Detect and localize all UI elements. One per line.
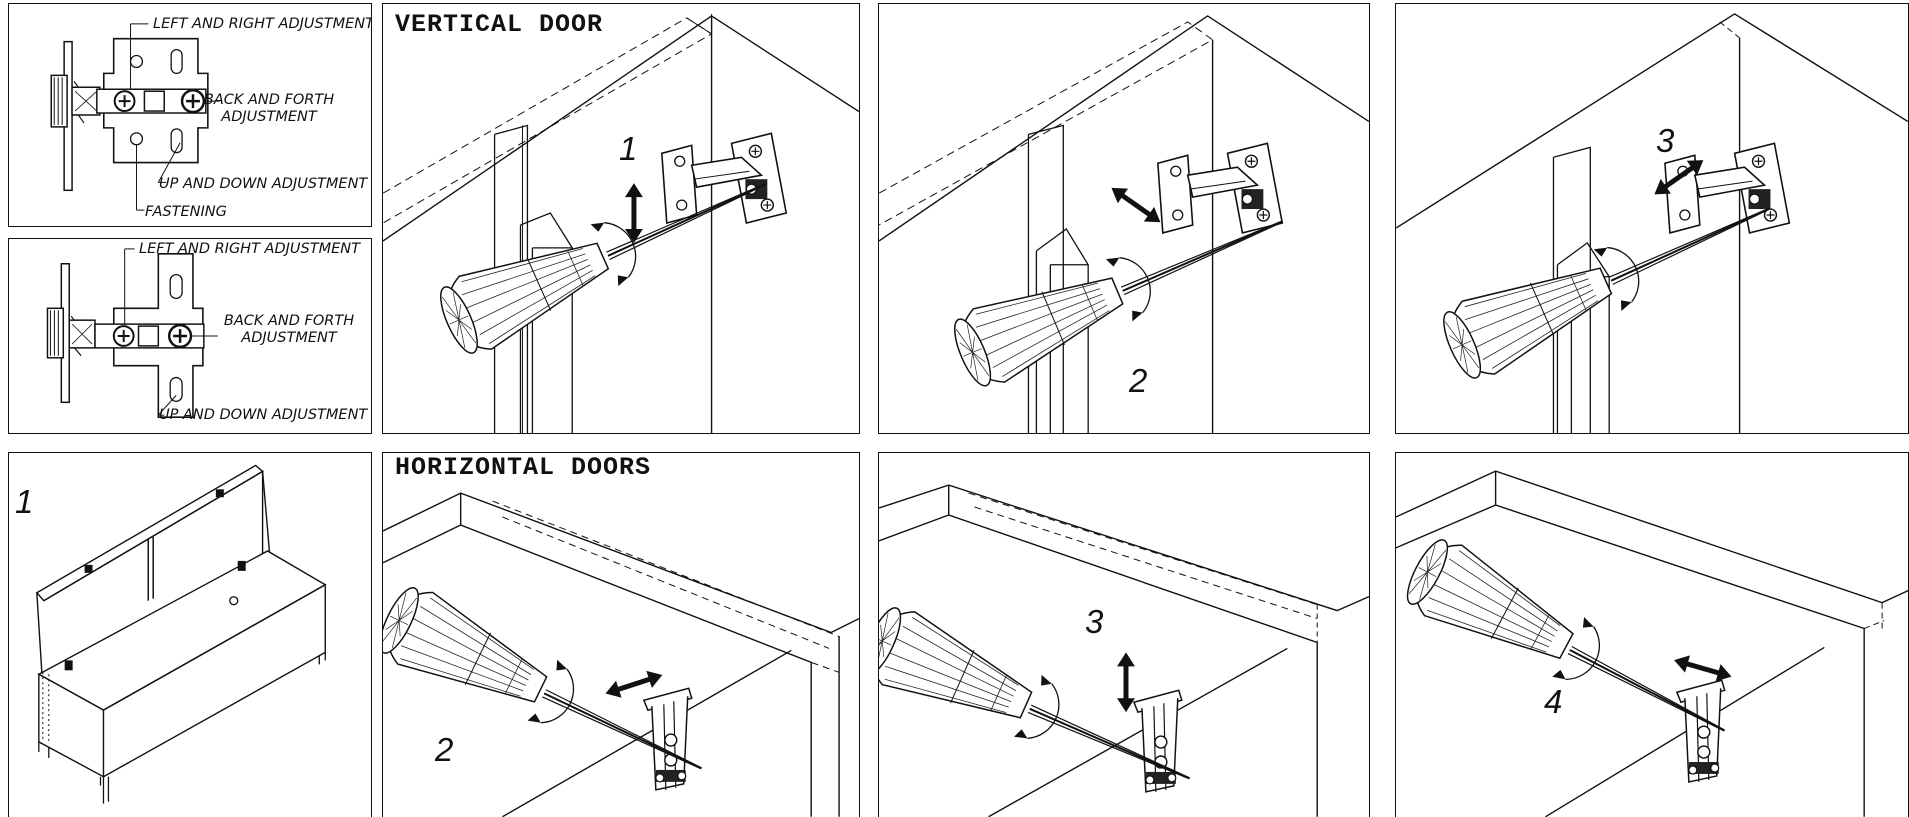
back-forth-line-2: ADJUSTMENT [221, 109, 317, 125]
hinge-icon [1157, 142, 1284, 234]
horizontal-doors-step-4: 4 [1395, 452, 1909, 817]
hinge-icon [643, 687, 693, 791]
horizontal-doors-step-2: HORIZONTAL DOORS 2 [382, 452, 860, 817]
back-forth-adjustment-label: BACK AND FORTH ADJUSTMENT [221, 313, 357, 347]
screwdriver-icon [1434, 170, 1787, 388]
bench-cabinet-view: 1 [8, 452, 372, 817]
up-down-adjustment-label: UP AND DOWN ADJUSTMENT [159, 407, 368, 423]
back-forth-line-2: ADJUSTMENT [241, 330, 337, 346]
vertical-door-step-1: VERTICAL DOOR 1 [382, 3, 860, 434]
step-number: 4 [1544, 683, 1563, 720]
vertical-door-title: VERTICAL DOOR [395, 10, 604, 39]
back-forth-adjustment-label: BACK AND FORTH ADJUSTMENT [201, 92, 337, 126]
hinge-icon [1664, 142, 1791, 234]
step-number: 2 [435, 731, 454, 768]
step-number: 1 [619, 130, 638, 167]
vertical-door-step-2: 2 [878, 3, 1370, 434]
step-number: 1 [15, 483, 34, 520]
hinge-adjustment-diagram-2: LEFT AND RIGHT ADJUSTMENT BACK AND FORTH… [8, 238, 372, 434]
double-arrow-icon [1106, 181, 1165, 230]
horizontal-doors-step-3: 3 [878, 452, 1370, 817]
up-down-adjustment-label: UP AND DOWN ADJUSTMENT [159, 176, 368, 192]
step-number: 3 [1656, 122, 1675, 159]
back-forth-line-1: BACK AND FORTH [223, 313, 355, 329]
vertical-door-step-3: 3 [1395, 3, 1909, 434]
step-number: 2 [1129, 362, 1148, 399]
fastening-label: FASTENING [145, 204, 227, 220]
back-forth-line-1: BACK AND FORTH [203, 92, 335, 108]
horizontal-doors-title: HORIZONTAL DOORS [395, 453, 652, 482]
hinge-icon [661, 132, 788, 224]
left-right-adjustment-label: LEFT AND RIGHT ADJUSTMENT [139, 241, 360, 257]
double-arrow-icon [1117, 652, 1135, 712]
double-arrow-icon [1672, 652, 1734, 686]
hinge-icon [1133, 689, 1183, 793]
step-number: 3 [1085, 603, 1104, 640]
hinge-icon [46, 248, 218, 418]
left-right-adjustment-label: LEFT AND RIGHT ADJUSTMENT [153, 16, 372, 32]
hinge-adjustment-diagram-1: LEFT AND RIGHT ADJUSTMENT BACK AND FORTH… [8, 3, 372, 227]
hinge-icon [1676, 679, 1726, 783]
hinge-icon [50, 23, 220, 211]
bench-cabinet-icon [35, 464, 327, 804]
